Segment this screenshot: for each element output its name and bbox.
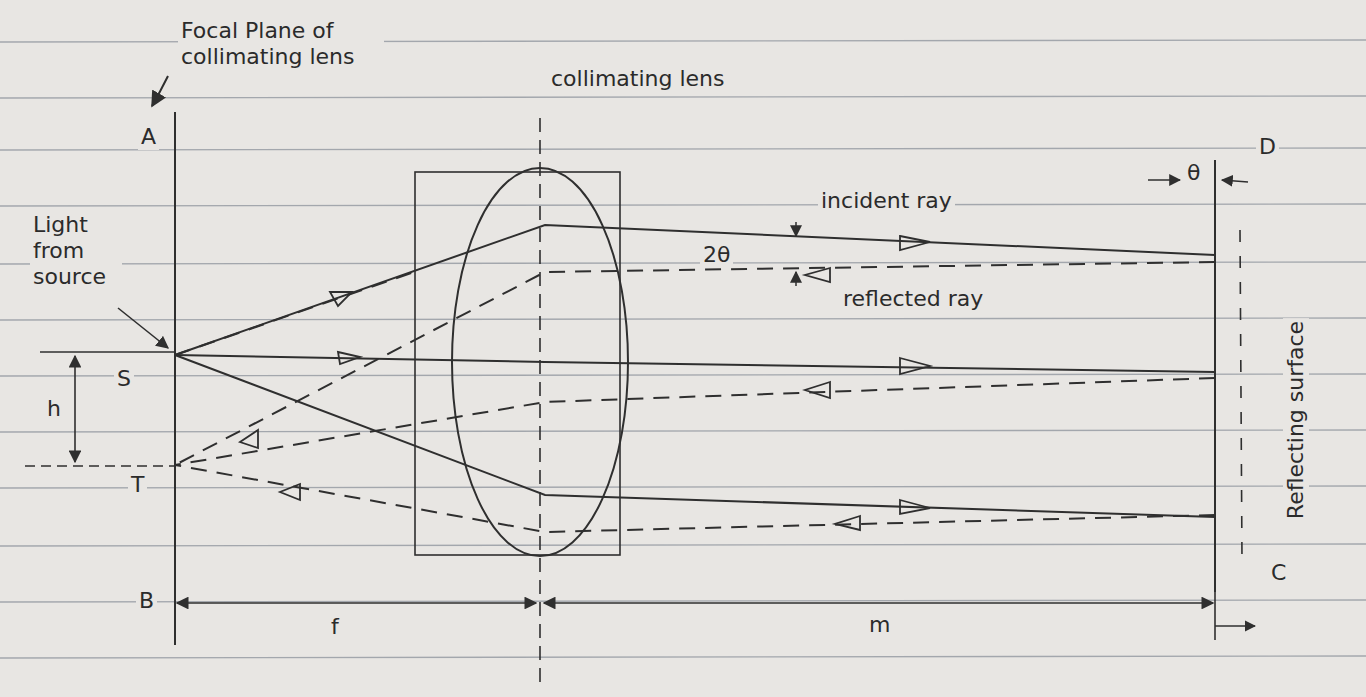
ray-arrowheads	[240, 236, 930, 530]
plane-label: Focal Plane of collimating lens	[178, 18, 384, 70]
dimension-label: h	[44, 396, 64, 422]
dimension-line	[544, 602, 1213, 604]
angle-arrow	[1148, 179, 1180, 181]
dimension-label: m	[866, 612, 893, 638]
point-letter: T	[128, 472, 147, 498]
surface-label: Reflecting surface	[1283, 318, 1309, 522]
angle-tick	[795, 272, 797, 286]
dimension-line	[74, 356, 76, 462]
point-letter: A	[138, 124, 159, 150]
lens-label: collimating lens	[548, 66, 728, 92]
point-letter: B	[136, 588, 157, 614]
focal-plane	[174, 112, 176, 645]
point-letter: S	[114, 366, 134, 392]
tilted-surface	[1240, 230, 1242, 560]
incident-ray	[175, 355, 1215, 372]
ruled-lines	[0, 40, 1366, 658]
angle-label: 2θ	[700, 242, 733, 268]
leader-arrow	[152, 76, 168, 106]
dimension-tick	[1214, 592, 1216, 640]
reflected-rays	[175, 262, 1215, 532]
lens-axis	[539, 118, 541, 685]
source-label: Light from source	[30, 212, 122, 290]
dimension-tick	[1215, 625, 1255, 626]
angle-label: θ	[1184, 160, 1203, 186]
leader-arrow	[118, 308, 168, 348]
dimension-tick	[40, 351, 175, 353]
incident-ray	[175, 225, 1215, 355]
ray-label: reflected ray	[840, 286, 986, 312]
angle-arrow	[1222, 180, 1248, 182]
pencil-drawing	[25, 76, 1255, 685]
reflecting-surface	[1214, 160, 1216, 592]
point-letter: D	[1256, 134, 1279, 160]
dimension-label: f	[328, 614, 342, 640]
ray-label: incident ray	[818, 188, 955, 214]
point-letter: C	[1268, 560, 1289, 586]
angle-tick	[795, 222, 797, 236]
dimension-tick	[25, 465, 175, 467]
dimension-line	[177, 602, 536, 604]
